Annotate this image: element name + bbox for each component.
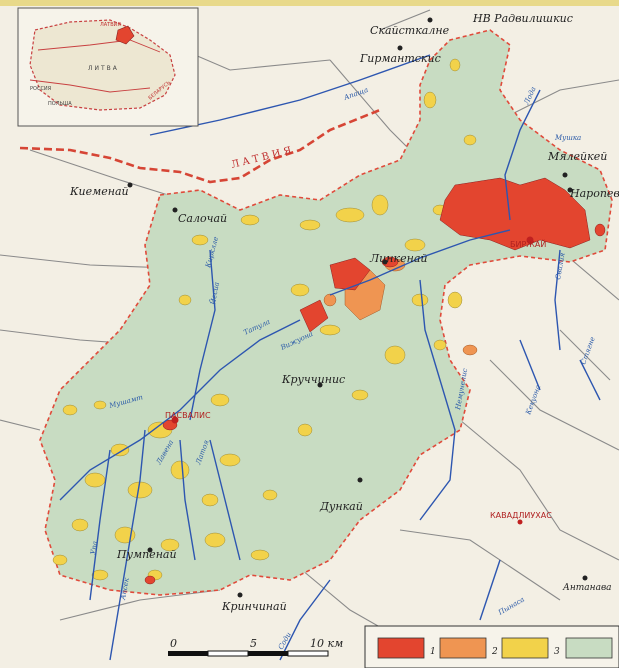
place-nv-radvilishkis: НВ Радвилишкис — [472, 12, 573, 25]
karst-class-1-patches — [144, 177, 606, 585]
karst-class-3-patches — [52, 58, 488, 581]
inset-locator-map: ЛАТВИЯ ЛИТВА РОССИЯ ПОЛЬША БЕЛАРУСЬ — [17, 7, 199, 127]
legend: 1 2 3 — [364, 625, 619, 668]
place-kiemenai: Киеменай — [69, 185, 129, 198]
place-linkenai: Линкенай — [369, 252, 427, 265]
river-upa: Упа — [89, 540, 99, 555]
inset-latvia-label: ЛАТВИЯ — [100, 22, 121, 28]
legend-swatch-2 — [439, 637, 487, 659]
scale-tick-10km: 10 км — [310, 637, 343, 650]
place-myaleikei: Мялейкей — [547, 150, 607, 163]
legend-label-1: 1 — [430, 647, 436, 657]
legend-swatch-3 — [501, 637, 549, 659]
river-mushka: Мушка — [554, 134, 581, 142]
legend-swatch-4 — [565, 637, 613, 659]
place-pumpenai: Пумпенай — [116, 548, 177, 561]
scale-bar: 0 5 10 км — [168, 637, 343, 657]
scale-tick-0: 0 — [170, 637, 177, 650]
legend-label-3: 3 — [554, 647, 560, 657]
inset-poland-label: ПОЛЬША — [48, 101, 72, 107]
place-antanava: Антанава — [562, 583, 612, 593]
place-krinchinai: Кринчинай — [221, 600, 287, 613]
inset-russia-label: РОССИЯ — [30, 86, 51, 92]
legend-swatch-1 — [377, 637, 425, 659]
place-kadaiukhas: КАВАДЛИУХАС — [490, 511, 552, 520]
top-strip — [0, 0, 619, 6]
scale-tick-5: 5 — [250, 637, 257, 650]
place-kriuchinis: Круччинис — [281, 373, 345, 386]
place-naropevo: Наропевo — [569, 187, 619, 200]
place-dunkai: Дункай — [319, 500, 363, 513]
latvia-border — [19, 108, 381, 184]
place-birzhai: БИРЖАЙ — [510, 238, 546, 249]
inset-lithuania-label: ЛИТВА — [88, 65, 119, 72]
place-salochai: Салочай — [178, 212, 227, 225]
settlement-markers — [127, 17, 588, 598]
legend-label-2: 2 — [491, 647, 498, 657]
karst-region — [39, 29, 613, 596]
place-pasvalis: ПАСВАЛИС — [165, 411, 211, 420]
place-skaistkalne: Скайсткалне — [370, 24, 450, 37]
place-girmantskis: Гирмантскис — [359, 52, 441, 65]
